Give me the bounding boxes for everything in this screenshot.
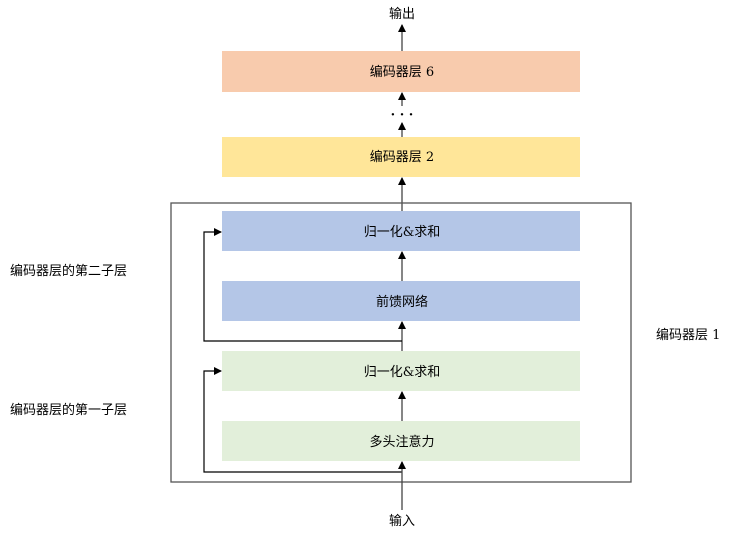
sublayer1-norm-box — [222, 351, 580, 391]
sublayer2-norm-box — [222, 211, 580, 251]
residual-connection-1 — [203, 367, 402, 473]
sublayer1-label: 编码器层的第一子层 — [10, 402, 127, 418]
output-label: 输出 — [389, 6, 415, 22]
input-label: 输入 — [389, 513, 415, 529]
attention-label: 多头注意力 — [369, 434, 434, 450]
sublayer2-norm-label: 归一化&求和 — [364, 225, 441, 240]
attention-box — [222, 421, 580, 461]
ffn-label: 前馈网络 — [376, 294, 428, 310]
encoder-layer-1-frame — [170, 202, 632, 483]
encoder-layer-1-label: 编码器层 1 — [656, 328, 720, 343]
residual-connection-2 — [203, 228, 402, 342]
encoder-layer-2-box — [222, 137, 580, 177]
encoder-layer-6-label: 编码器层 6 — [370, 65, 434, 80]
encoder-layer-6-box — [222, 51, 580, 92]
ffn-box — [222, 281, 580, 321]
sublayer2-label: 编码器层的第二子层 — [10, 263, 127, 279]
ellipsis: · · · — [391, 108, 414, 123]
sublayer1-norm-label: 归一化&求和 — [364, 365, 441, 380]
encoder-layer-2-label: 编码器层 2 — [370, 150, 434, 165]
